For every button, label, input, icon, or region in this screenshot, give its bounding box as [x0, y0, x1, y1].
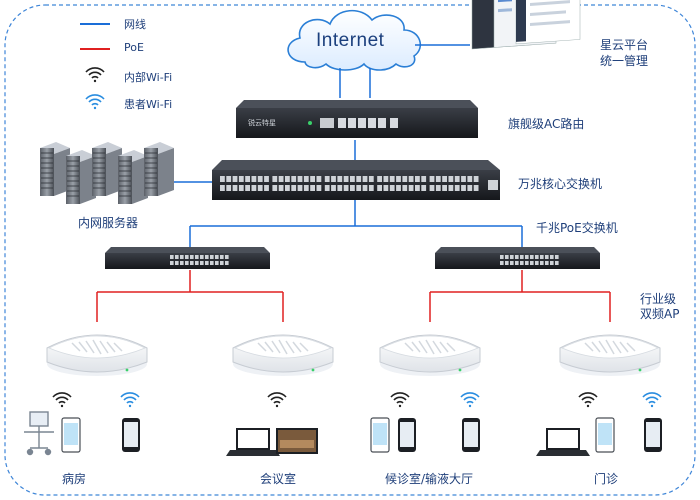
room-label-ward: 病房 — [62, 472, 87, 486]
laptop-icon — [226, 428, 280, 456]
tablet-icon — [61, 417, 81, 453]
poe-links — [96, 270, 611, 322]
internet-cloud — [287, 9, 422, 71]
ap-label-line1: 行业级 — [640, 292, 677, 306]
legend-wifi-internal-icon — [85, 67, 105, 83]
router-label: 旗舰级AC路由 — [508, 117, 585, 131]
wifi-internal-icon-waiting — [390, 392, 410, 408]
server-rack-group — [40, 142, 174, 204]
server-icon-1 — [40, 142, 70, 196]
access-point-3 — [379, 334, 481, 376]
legend-poe-label: PoE — [124, 41, 144, 54]
poe-switch-right — [435, 247, 600, 269]
tv-conference-icon — [276, 428, 318, 454]
wifi-patient-icon-ward — [120, 392, 140, 408]
internet-label: Internet — [316, 30, 385, 51]
access-point-1 — [46, 334, 148, 376]
smartphone-icon-3 — [462, 418, 480, 452]
smartphone-icon — [122, 418, 140, 452]
laptop-icon-2 — [536, 428, 590, 456]
legend-wired-label: 网线 — [124, 18, 146, 31]
server-icon-4 — [118, 150, 148, 204]
room-label-waiting: 候诊室/输液大厅 — [385, 472, 474, 486]
tablet-icon-3 — [595, 417, 615, 453]
legend-wifi-internal-label: 内部Wi-Fi — [124, 71, 173, 84]
wifi-internal-icon-outpatient — [578, 392, 598, 408]
smartphone-icon-4 — [644, 418, 662, 452]
medical-cart-icon — [24, 411, 54, 456]
poe-switch-left — [105, 247, 270, 269]
wifi-internal-icon-ward — [52, 392, 72, 408]
legend-wifi-patient-label: 患者Wi-Fi — [124, 98, 173, 111]
access-point-2 — [232, 334, 334, 376]
wifi-patient-icon-outpatient — [642, 392, 662, 408]
wifi-internal-icon-meeting — [267, 392, 287, 408]
room-label-outpatient: 门诊 — [594, 472, 619, 486]
core-switch — [212, 160, 500, 200]
access-point-4 — [559, 334, 661, 376]
ap-label-line2: 双频AP — [640, 307, 680, 321]
platform-label-line2: 统一管理 — [600, 54, 649, 68]
smartphone-icon-2 — [398, 418, 416, 452]
legend — [80, 23, 110, 110]
room-label-meeting: 会议室 — [260, 472, 297, 486]
platform-label-line1: 星云平台 — [600, 38, 649, 52]
poe-switch-label: 千兆PoE交换机 — [536, 221, 618, 235]
wifi-patient-icon-waiting — [460, 392, 480, 408]
outer-frame — [4, 4, 696, 496]
wired-links — [160, 44, 523, 247]
server-icon-5 — [144, 142, 174, 196]
tablet-icon-2 — [370, 417, 390, 453]
router-brand: 锐云特星 — [248, 119, 276, 127]
server-icon-2 — [66, 150, 96, 204]
core-switch-label: 万兆核心交换机 — [518, 177, 603, 191]
cloud-platform-screens — [471, 0, 581, 50]
ac-router — [236, 100, 478, 138]
legend-wifi-patient-icon — [85, 94, 105, 110]
servers-label: 内网服务器 — [78, 216, 139, 230]
server-icon-3 — [92, 142, 122, 196]
